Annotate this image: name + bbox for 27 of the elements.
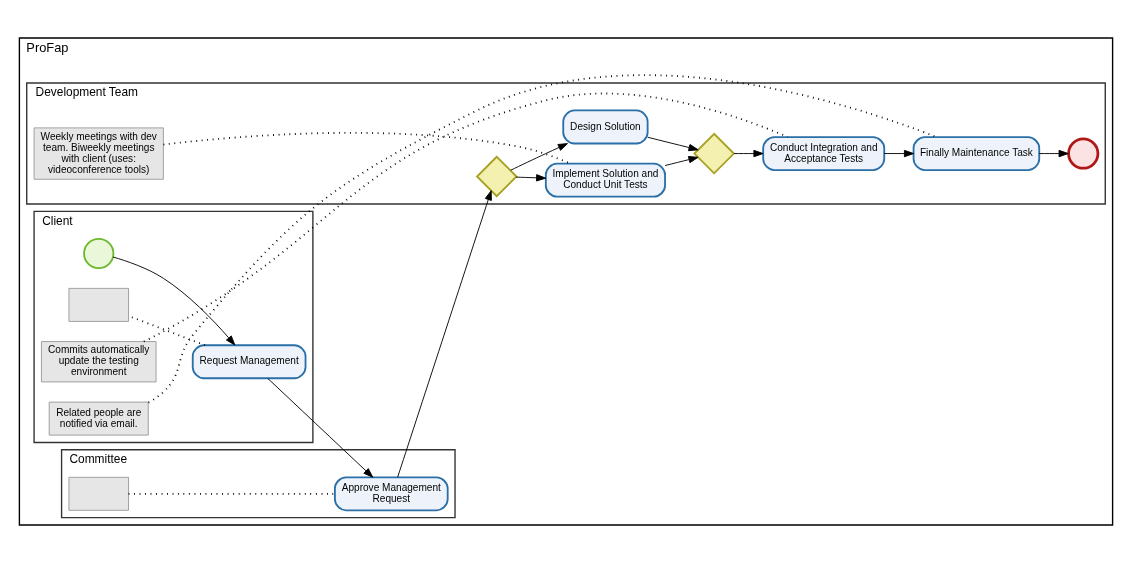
connector (147, 74, 938, 404)
node-circle (1067, 137, 1100, 170)
node-box: Approve Management Request (333, 476, 449, 512)
node-box (68, 476, 129, 511)
node-box: Implement Solution and Conduct Unit Tests (544, 162, 666, 198)
node-box: Commits automatically update the testing environment (40, 341, 157, 383)
arrow (510, 143, 568, 171)
arrow (647, 136, 699, 152)
node-diamond (693, 132, 736, 175)
arrow (1038, 149, 1069, 158)
node-box: Weekly meetings with dev team. Biweekly meetings with client (uses: videoconference tools) (33, 127, 164, 180)
arrow (397, 190, 492, 478)
node-box: Related people are notified via email. (48, 401, 149, 436)
arrow (267, 378, 374, 478)
node-box (68, 287, 129, 322)
node-box: Finally Maintenance Task (912, 136, 1041, 171)
arrow (883, 149, 915, 158)
arrow (733, 149, 764, 158)
node-box: Conduct Integration and Acceptance Tests (762, 136, 886, 171)
arrow (515, 174, 547, 182)
connector (142, 92, 789, 343)
node-diamond (475, 155, 518, 198)
node-circle (83, 237, 115, 270)
node-box: Request Management (191, 344, 307, 380)
arrow (112, 256, 236, 346)
arrow (664, 156, 699, 166)
node-box: Design Solution (562, 109, 649, 145)
